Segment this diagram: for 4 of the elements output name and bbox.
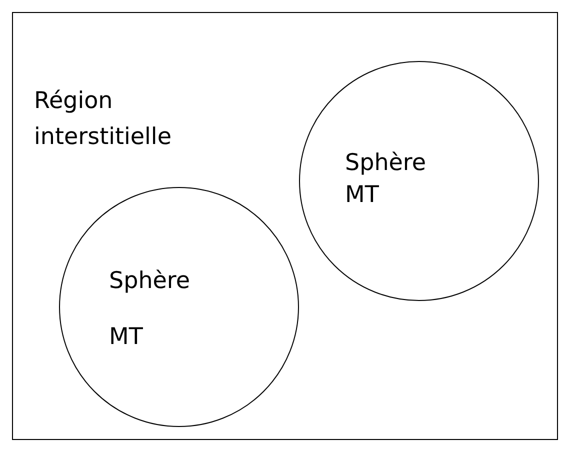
region-label: Région interstitielle	[34, 87, 172, 152]
sphere-label: Sphère MT	[345, 149, 428, 210]
sphere-label: Sphère MT	[109, 267, 192, 352]
region-frame	[12, 12, 558, 440]
